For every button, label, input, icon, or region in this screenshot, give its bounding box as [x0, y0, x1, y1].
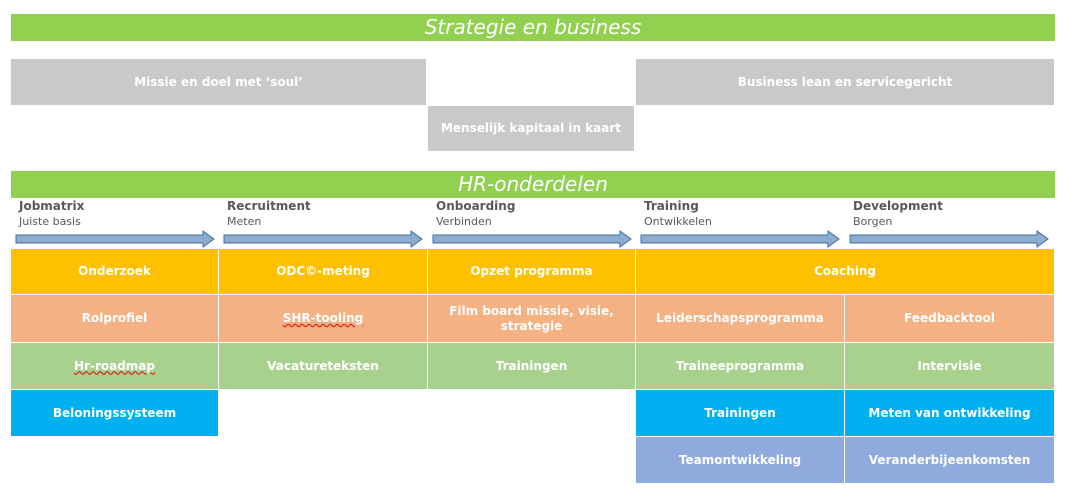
cell-beloningssysteem: Beloningssysteem: [11, 390, 219, 437]
cell-odc-meting: ODC©-meting: [219, 249, 428, 295]
cell-label: Traineeprogramma: [675, 358, 805, 373]
phase-subtitle: Juiste basis: [19, 215, 81, 228]
arrow-right-icon: [432, 230, 632, 248]
arrow-right-icon: [223, 230, 423, 248]
phase-subtitle: Verbinden: [436, 215, 492, 228]
cell-leiderschapsprogramma: Leiderschapsprogramma: [636, 295, 845, 343]
cell-label: Hr-roadmap: [74, 358, 155, 373]
cell-label: Beloningssysteem: [52, 405, 177, 420]
cell-feedbacktool: Feedbacktool: [845, 295, 1055, 343]
cell-label: Teamontwikkeling: [678, 452, 802, 467]
kapitaal-label: Menselijk kapitaal in kaart: [440, 121, 622, 135]
cell-traineeprogramma: Traineeprogramma: [636, 343, 845, 390]
cell-veranderbijeenkomsten: Veranderbijeenkomsten: [845, 437, 1055, 484]
cell-label: Onderzoek: [78, 264, 151, 278]
missie-box: Missie en doel met ‘soul’: [11, 59, 427, 106]
phase-title: Training: [644, 199, 699, 213]
cell-label: Meten van ontwikkeling: [868, 405, 1031, 420]
cell-vacatureteksten: Vacatureteksten: [219, 343, 428, 390]
strategie-band: Strategie en business: [11, 14, 1055, 41]
cell-label: Trainingen: [704, 405, 776, 420]
cell-label: Vacatureteksten: [267, 358, 379, 373]
cell-onderzoek: Onderzoek: [11, 249, 219, 295]
phase-onboarding: Onboarding Verbinden: [436, 199, 636, 229]
cell-rolprofiel: Rolprofiel: [11, 295, 219, 343]
phase-title: Development: [853, 199, 943, 213]
phase-title: Jobmatrix: [19, 199, 85, 213]
cell-film-board: Film board missie, visie, strategie: [428, 295, 636, 343]
strategie-band-title: Strategie en business: [424, 15, 642, 39]
missie-label: Missie en doel met ‘soul’: [134, 74, 303, 89]
cell-label: Coaching: [813, 264, 877, 278]
business-label: Business lean en servicegericht: [737, 74, 953, 89]
cell-coaching: Coaching: [636, 249, 1055, 295]
cell-intervisie: Intervisie: [845, 343, 1055, 390]
cell-label: Veranderbijeenkomsten: [868, 452, 1031, 467]
cell-label: ODC©-meting: [276, 264, 370, 278]
cell-label: Feedbacktool: [904, 311, 995, 325]
arrow-right-icon: [640, 230, 840, 248]
phase-title: Recruitment: [227, 199, 311, 213]
cell-label: SHR-tooling: [282, 311, 364, 325]
arrow-right-icon: [15, 230, 215, 248]
business-box: Business lean en servicegericht: [636, 59, 1055, 106]
phase-jobmatrix: Jobmatrix Juiste basis: [19, 199, 219, 229]
phase-subtitle: Meten: [227, 215, 262, 228]
cell-teamontwikkeling: Teamontwikkeling: [636, 437, 845, 484]
phase-development: Development Borgen: [853, 199, 1053, 229]
cell-meten-van-ontwikkeling: Meten van ontwikkeling: [845, 390, 1055, 437]
kapitaal-box: Menselijk kapitaal in kaart: [428, 106, 635, 152]
cell-label: Intervisie: [917, 358, 982, 373]
phase-title: Onboarding: [436, 199, 516, 213]
cell-trainingen: Trainingen: [428, 343, 636, 390]
phase-subtitle: Borgen: [853, 215, 893, 228]
cell-opzet-programma: Opzet programma: [428, 249, 636, 295]
cell-label: Opzet programma: [470, 264, 593, 278]
hr-band: HR-onderdelen: [11, 171, 1055, 198]
cell-trainingen-development: Trainingen: [636, 390, 845, 437]
cell-label: Rolprofiel: [81, 311, 148, 325]
phase-training: Training Ontwikkelen: [644, 199, 844, 229]
arrow-right-icon: [849, 230, 1049, 248]
cell-shr-tooling: SHR-tooling: [219, 295, 428, 343]
cell-hr-roadmap: Hr-roadmap: [11, 343, 219, 390]
hr-band-title: HR-onderdelen: [458, 172, 608, 196]
cell-label: Trainingen: [495, 358, 568, 373]
phase-subtitle: Ontwikkelen: [644, 215, 712, 228]
cell-label: Leiderschapsprogramma: [656, 311, 824, 325]
phase-recruitment: Recruitment Meten: [227, 199, 427, 229]
cell-label: Film board missie, visie, strategie: [449, 303, 614, 333]
